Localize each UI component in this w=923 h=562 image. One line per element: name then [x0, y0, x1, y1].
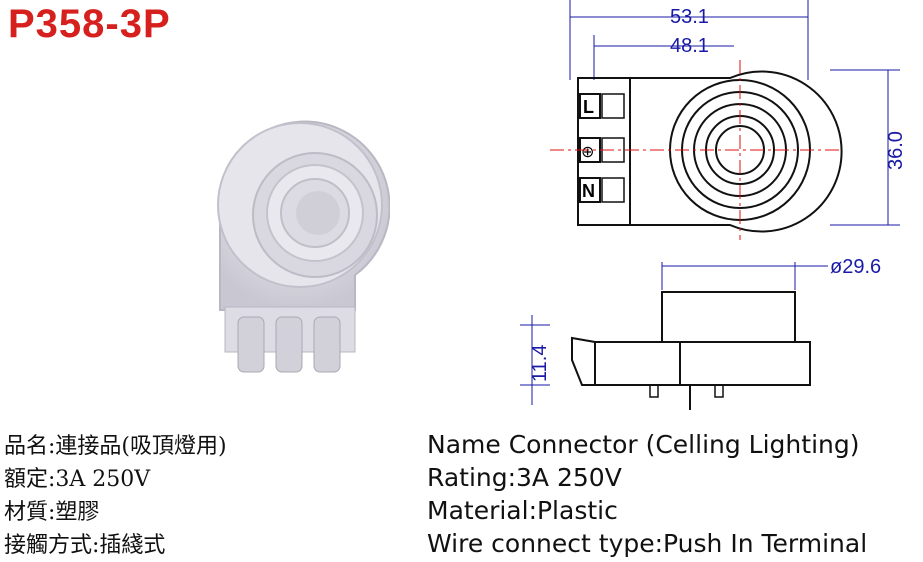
- product-photo: [217, 120, 390, 373]
- spec-en-name: Name Connector (Celling Lighting): [427, 430, 860, 459]
- terminal-N: N: [579, 177, 601, 203]
- svg-text:N: N: [582, 181, 595, 201]
- model-title: P358-3P: [8, 2, 171, 46]
- spec-en-rating: Rating:3A 250V: [427, 463, 622, 492]
- spec-cn-connect: 接觸方式:插綫式: [4, 533, 166, 558]
- technical-drawing: 53.1 48.1 L ⊕ N 36.0 ø29.6 11: [520, 0, 907, 410]
- dim-depth: 11.4: [529, 345, 551, 382]
- spec-cn-rating: 額定:3A 250V: [4, 467, 151, 492]
- spec-list-chinese: 品名:連接品(吸頂燈用) 額定:3A 250V 材質:塑膠 接觸方式:插綫式: [4, 430, 227, 562]
- spec-en-connect: Wire connect type:Push In Terminal: [427, 529, 868, 558]
- dim-inner-width: 48.1: [670, 35, 709, 57]
- spec-en-material: Material:Plastic: [427, 496, 618, 525]
- terminal-L: L: [579, 93, 601, 119]
- spec-cn-material: 材質:塑膠: [4, 500, 100, 525]
- svg-text:⊕: ⊕: [581, 142, 594, 161]
- dim-diameter: ø29.6: [830, 256, 881, 278]
- dim-outer-width: 53.1: [670, 6, 709, 28]
- dim-height: 36.0: [885, 131, 907, 170]
- spec-cn-name: 品名:連接品(吸頂燈用): [4, 434, 227, 459]
- spec-list-english: Name Connector (Celling Lighting) Rating…: [427, 428, 867, 560]
- svg-text:L: L: [583, 97, 594, 117]
